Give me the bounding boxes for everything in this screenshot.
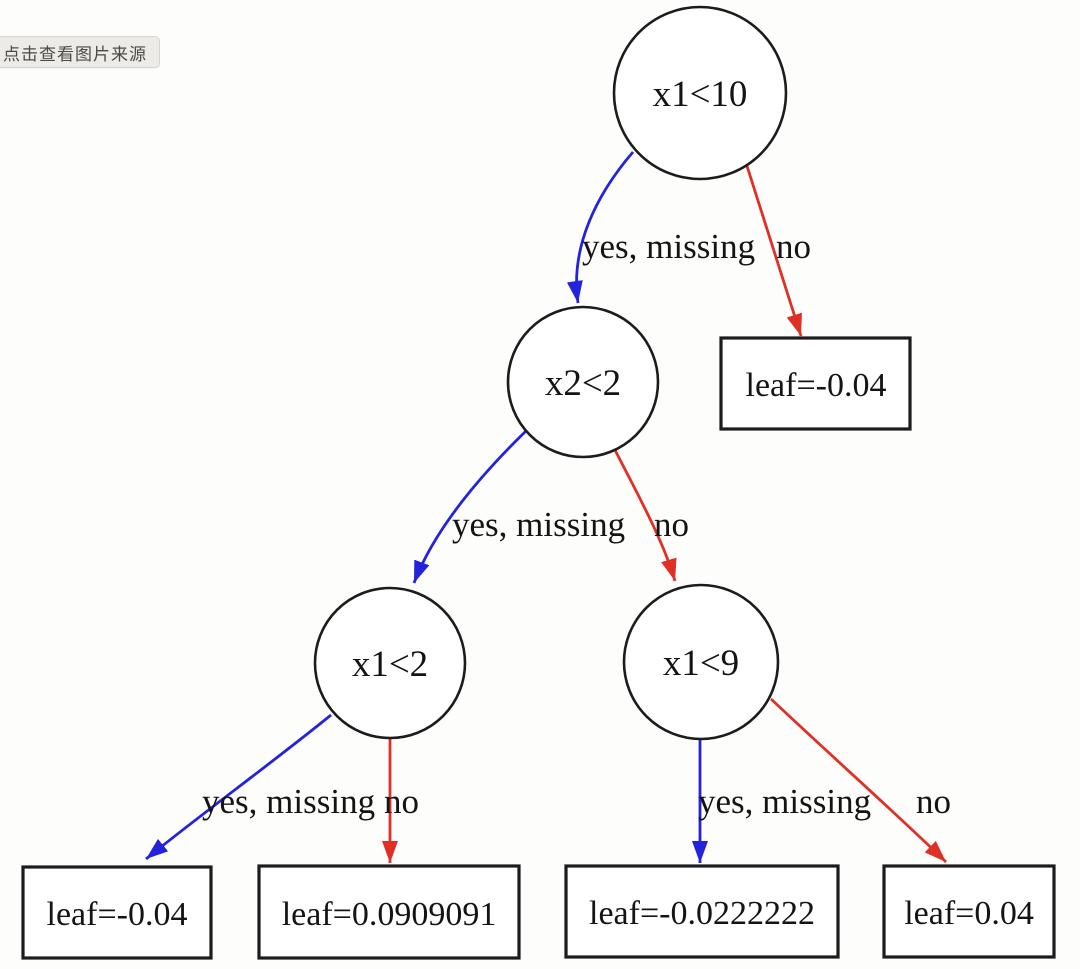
leaf-label-b: leaf=0.0909091: [282, 896, 497, 933]
edge-x2lt2-no: [613, 449, 677, 582]
edge-label-root-no: no: [776, 227, 811, 266]
node-x2lt2-circle: [506, 305, 660, 459]
edge-label-x1lt2-no: no: [384, 782, 419, 821]
leaf-box-a: [21, 865, 213, 960]
leaf-box-right: [719, 336, 912, 431]
image-source-tooltip[interactable]: 点击查看图片来源: [0, 36, 160, 68]
edge-label-x1lt9-yes: yes, missing: [698, 782, 871, 821]
node-x1lt2-label: x1<2: [352, 644, 428, 685]
leaf-label-a: leaf=-0.04: [47, 896, 188, 933]
edge-label-x1lt9-no: no: [916, 782, 951, 821]
edge-root-yes: [566, 151, 635, 304]
leaf-label-d: leaf=0.04: [904, 895, 1034, 932]
node-x1lt9-label: x1<9: [663, 643, 739, 684]
node-root-label: x1<10: [653, 74, 748, 115]
leaf-label-right: leaf=-0.04: [746, 367, 887, 404]
edge-x2lt2-yes: [412, 429, 527, 584]
node-x1lt9-circle: [622, 583, 780, 741]
edge-root-no: [745, 165, 803, 337]
node-x1lt2-circle: [313, 586, 467, 740]
edge-x1lt2-yes: [145, 713, 332, 861]
edge-label-x2lt2-yes: yes, missing: [452, 505, 625, 544]
node-root-circle: [612, 5, 788, 181]
leaf-label-c: leaf=-0.0222222: [589, 895, 815, 932]
edge-label-x1lt2-yes: yes, missing: [202, 782, 375, 821]
node-x2lt2-label: x2<2: [545, 363, 621, 404]
edge-x1lt9-no: [770, 697, 947, 864]
leaf-box-c: [564, 864, 840, 959]
edge-label-root-yes: yes, missing: [582, 227, 755, 266]
edge-label-x2lt2-no: no: [654, 505, 689, 544]
leaf-box-b: [257, 864, 521, 960]
leaf-box-d: [882, 864, 1056, 959]
